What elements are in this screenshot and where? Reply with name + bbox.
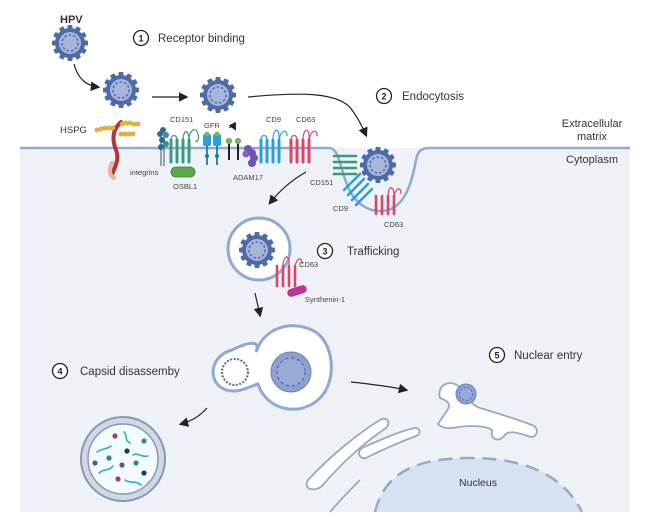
fused-endosome: [211, 324, 333, 411]
hspg-label: HSPG: [60, 125, 87, 136]
arrow-icon: [268, 171, 307, 205]
nucleus-label: Nucleus: [459, 477, 497, 489]
hpv-virion-icon: [51, 24, 89, 62]
arrow-icon: [73, 63, 101, 92]
osbl1-label: OSBL1: [173, 182, 197, 191]
cd9-label-2: CD9: [333, 204, 348, 213]
endosome-vesicle: CD63 Synthenin-1: [226, 216, 345, 304]
arrow-icon: [350, 381, 409, 394]
step-1-marker: 1 Receptor binding: [132, 29, 245, 47]
cd63-label-2: CD63: [384, 220, 403, 229]
step-3-number: 3: [322, 247, 327, 257]
step-5-marker: 5 Nuclear entry: [488, 346, 583, 364]
lysosome: [80, 416, 166, 502]
nuclear-entry-vesicle: [455, 383, 477, 405]
cd63-label: CD63: [296, 115, 315, 124]
arrow-icon: [178, 407, 208, 427]
gfr-molecule: GFR: [203, 121, 221, 165]
step-2-number: 2: [381, 92, 386, 102]
arrow-icon: [247, 93, 368, 138]
integrins-label: integrins: [130, 168, 159, 177]
cd63-cluster: CD63: [374, 187, 403, 229]
cd151-label: CD151: [170, 115, 193, 124]
hpv-virion-icon: [199, 76, 237, 114]
synthenin-label: Synthenin-1: [305, 295, 345, 304]
step-3-marker: 3 Trafficking: [316, 242, 399, 260]
extracellular-label-matrix: matrix: [577, 131, 607, 143]
arrow-icon: [253, 292, 264, 318]
step-2-label: Endocytosis: [402, 91, 464, 103]
hpv-virion-icon: [102, 71, 140, 109]
step-4-marker: 4 Capsid disassemby: [51, 362, 180, 380]
cytoplasm-label: Cytoplasm: [566, 154, 618, 166]
cd9-cluster: CD9: [333, 172, 374, 213]
cd151-label-2: CD151: [310, 178, 333, 187]
step-3-label: Trafficking: [347, 246, 399, 258]
cd151-cluster: CD151: [310, 154, 358, 187]
cd9-molecule: CD9: [259, 115, 288, 164]
step-4-number: 4: [57, 367, 62, 377]
step-1-label: Receptor binding: [158, 33, 245, 45]
step-1-number: 1: [138, 34, 143, 44]
nucleus: Nucleus: [373, 456, 584, 513]
ligand-receptor-molecules: [226, 121, 241, 160]
plasma-membrane: [20, 146, 630, 213]
adam17-label: ADAM17: [233, 173, 263, 182]
osbl1-molecule: OSBL1: [170, 166, 197, 191]
adam17-molecule: ADAM17: [233, 145, 263, 182]
step-2-marker: 2 Endocytosis: [375, 87, 464, 105]
extracellular-label: Extracellular: [562, 118, 623, 130]
cd151-molecule: CD151: [169, 115, 200, 164]
cd63-label-3: CD63: [299, 260, 318, 269]
hspg-molecule: HSPG: [60, 120, 141, 180]
step-4-label: Capsid disassemby: [80, 366, 180, 378]
step-5-number: 5: [494, 351, 499, 361]
gfr-label: GFR: [204, 121, 220, 130]
step-5-label: Nuclear entry: [514, 350, 583, 362]
cd63-molecule: CD63: [289, 115, 318, 164]
hpv-title: HPV: [60, 14, 83, 26]
cd9-label: CD9: [266, 115, 281, 124]
integrins-molecule: integrins: [130, 127, 169, 177]
